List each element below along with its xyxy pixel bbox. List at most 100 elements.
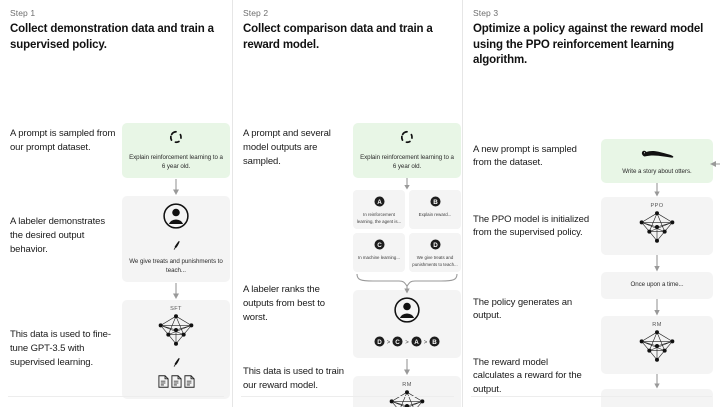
step-3-flow: Write a story about otters. PPO <box>601 138 713 407</box>
step-2-prompt-text: Explain reinforcement learning to a 6 ye… <box>360 154 454 171</box>
neural-net-icon <box>359 389 455 407</box>
output-option-c: C In machine learning... <box>353 233 405 273</box>
step-2-rm-label: RM <box>402 382 412 389</box>
step-3-rm-label: RM <box>652 321 662 328</box>
step-3-caption-4: The reward model calculates a reward for… <box>473 356 582 396</box>
step-2-caption-2: A labeler ranks the outputs from best to… <box>243 284 325 323</box>
rank-badge-3: A <box>411 334 422 352</box>
step-2-arrow-2 <box>353 358 461 376</box>
step-1-arrow-2 <box>122 282 230 300</box>
rank-separator: > <box>386 340 391 347</box>
output-option-b-text: Explain reward... <box>418 212 452 217</box>
step-1-label: Step 1 <box>10 8 36 18</box>
rank-separator: > <box>405 340 409 347</box>
output-option-d: D We give treats and punishments to teac… <box>409 233 461 273</box>
svg-text:A: A <box>377 199 382 206</box>
neural-net-icon <box>128 313 224 352</box>
step-3-title: Optimize a policy against the reward mod… <box>473 23 704 67</box>
step-3-caption-3: The policy generates an output. <box>473 296 573 322</box>
step-2-rm-box: RM <box>353 376 461 407</box>
recycle-icon <box>359 129 455 150</box>
step-3-prompt-text: Write a story about otters. <box>622 167 692 175</box>
step-3-output-text: Once upon a time... <box>630 280 684 288</box>
step-1-prompt-text: Explain reinforcement learning to a 6 ye… <box>129 154 223 171</box>
step-3-arrow-2 <box>601 254 713 272</box>
step-2-label: Step 2 <box>243 8 269 18</box>
svg-text:C: C <box>377 242 382 249</box>
step-1-sft-label: SFT <box>170 305 182 312</box>
step-1-column: Step 1 Collect demonstration data and tr… <box>0 0 232 407</box>
svg-text:B: B <box>433 199 438 206</box>
document-icon <box>157 375 169 393</box>
step-1-labeler-text: We give treats and punishments to teach.… <box>129 258 223 274</box>
svg-text:C: C <box>395 339 400 346</box>
step-2-arrow-1 <box>353 178 461 190</box>
document-icon <box>183 375 195 393</box>
reward-symbol: r <box>653 401 658 407</box>
step-2-flow: Explain reinforcement learning to a 6 ye… <box>353 123 461 407</box>
step-1-caption-2: A labeler demonstrates the desired outpu… <box>10 216 105 255</box>
step-2-prompt-box: Explain reinforcement learning to a 6 ye… <box>353 123 461 178</box>
person-icon <box>128 202 224 235</box>
output-option-d-text: We give treats and punishments to teach.… <box>412 255 458 267</box>
output-option-a: A In reinforcement learning, the agent i… <box>353 190 405 230</box>
step-1-arrow-1 <box>122 178 230 196</box>
document-icon <box>170 375 182 393</box>
output-option-c-text: In machine learning... <box>358 255 400 261</box>
step-3-caption-2: The PPO model is initialized from the su… <box>473 213 590 239</box>
badge-letter-d: D <box>429 237 441 254</box>
step-3-column: Step 3 Optimize a policy against the rew… <box>462 0 720 407</box>
column-bottom-rule <box>241 396 454 397</box>
rank-separator: > <box>423 340 428 347</box>
ranking-row: D > C > A > B <box>359 334 455 352</box>
step-1-caption-1: A prompt is sampled from our prompt data… <box>10 128 116 153</box>
step-3-rm-box: RM <box>601 315 713 374</box>
reward-formula: rk <box>607 395 707 407</box>
badge-letter-b: B <box>429 194 441 211</box>
output-option-b: B Explain reward... <box>409 190 461 230</box>
svg-text:A: A <box>414 339 419 346</box>
svg-text:D: D <box>433 242 438 249</box>
column-bottom-rule <box>8 396 224 397</box>
step-2-caption-3: This data is used to train our reward mo… <box>243 366 344 391</box>
step-3-arrow-3 <box>601 298 713 316</box>
step-3-ppo-box: PPO <box>601 196 713 255</box>
documents-icon-group <box>128 375 224 393</box>
column-bottom-rule <box>471 396 712 397</box>
otter-icon <box>607 145 707 165</box>
step-1-title: Collect demonstration data and train a s… <box>10 23 214 51</box>
step-1-sft-box: SFT <box>122 299 230 399</box>
step-3-prompt-box: Write a story about otters. <box>601 138 713 183</box>
step-3-label: Step 3 <box>473 8 499 18</box>
step-3-caption-1: A new prompt is sampled from the dataset… <box>473 143 577 169</box>
svg-text:B: B <box>433 339 438 346</box>
person-icon <box>359 296 455 329</box>
step-3-arrow-4 <box>601 373 713 389</box>
neural-net-icon <box>607 210 707 249</box>
merge-brace-icon <box>353 272 461 294</box>
step-2-title: Collect comparison data and train a rewa… <box>243 23 433 51</box>
step-1-flow: Explain reinforcement learning to a 6 ye… <box>122 123 230 399</box>
step-2-labeler-box: D > C > A > B <box>353 290 461 359</box>
step-3-output-box: Once upon a time... <box>601 271 713 299</box>
neural-net-icon <box>607 329 707 368</box>
step-1-labeler-box: We give treats and punishments to teach.… <box>122 196 230 282</box>
rank-badge-1: D <box>374 334 385 352</box>
badge-letter-c: C <box>373 237 385 254</box>
pencil-icon <box>128 355 224 373</box>
recycle-icon <box>128 129 224 150</box>
svg-text:D: D <box>377 339 382 346</box>
step-3-arrow-1 <box>601 182 713 197</box>
step-2-caption-1: A prompt and several model outputs are s… <box>243 128 331 167</box>
pencil-icon <box>128 238 224 256</box>
step-2-column: Step 2 Collect comparison data and train… <box>232 0 462 407</box>
step-1-caption-3: This data is used to fine-tune GPT-3.5 w… <box>10 329 111 368</box>
rank-badge-2: C <box>392 334 403 352</box>
step-2-outputs-grid: A In reinforcement learning, the agent i… <box>353 190 461 273</box>
output-option-a-text: In reinforcement learning, the agent is.… <box>356 212 402 224</box>
step-1-prompt-box: Explain reinforcement learning to a 6 ye… <box>122 123 230 178</box>
rank-badge-4: B <box>429 334 440 352</box>
step-3-reward-box: rk <box>601 388 713 407</box>
step-3-ppo-label: PPO <box>650 202 664 209</box>
